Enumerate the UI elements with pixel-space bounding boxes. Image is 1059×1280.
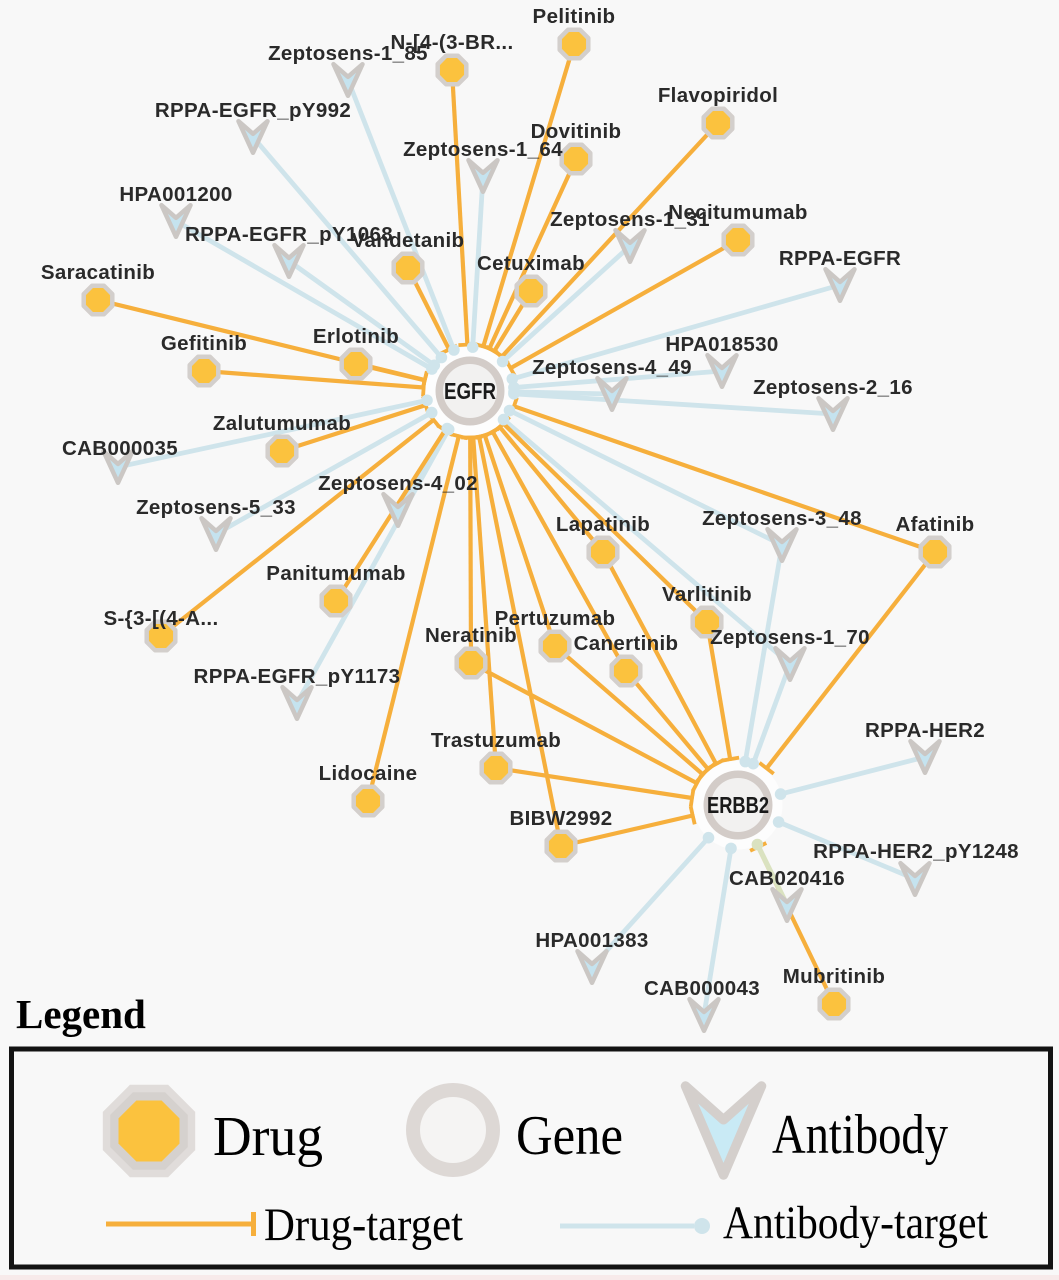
svg-text:Necitumumab: Necitumumab [668,201,807,224]
svg-text:S-{3-[(4-A...: S-{3-[(4-A... [103,607,218,630]
svg-text:Pelitinib: Pelitinib [533,5,616,28]
svg-text:CAB000035: CAB000035 [62,437,178,460]
svg-text:Cetuximab: Cetuximab [477,252,585,275]
svg-text:Zeptosens-2_16: Zeptosens-2_16 [753,376,913,399]
svg-text:BIBW2992: BIBW2992 [509,807,612,830]
svg-text:Drug-target: Drug-target [264,1199,463,1251]
svg-text:Lidocaine: Lidocaine [319,762,418,785]
svg-text:Dovitinib: Dovitinib [531,120,622,143]
svg-text:RPPA-HER2: RPPA-HER2 [865,719,985,742]
svg-text:EGFR: EGFR [444,378,496,404]
svg-text:Varlitinib: Varlitinib [662,583,752,606]
svg-text:Drug: Drug [213,1106,323,1168]
svg-text:RPPA-HER2_pY1248: RPPA-HER2_pY1248 [813,840,1019,863]
svg-text:Trastuzumab: Trastuzumab [431,729,561,752]
svg-text:Zeptosens-4_02: Zeptosens-4_02 [318,472,478,495]
svg-text:HPA001383: HPA001383 [535,929,648,952]
svg-text:ERBB2: ERBB2 [707,792,769,818]
svg-text:Flavopiridol: Flavopiridol [658,84,778,107]
svg-text:HPA001200: HPA001200 [119,183,232,206]
svg-text:Gefitinib: Gefitinib [161,332,247,355]
svg-text:Gene: Gene [516,1105,623,1167]
svg-text:Zeptosens-1_85: Zeptosens-1_85 [268,42,428,65]
svg-text:Zeptosens-3_48: Zeptosens-3_48 [702,507,862,530]
svg-text:Canertinib: Canertinib [574,632,679,655]
svg-text:Antibody: Antibody [772,1104,948,1166]
svg-text:Vandetanib: Vandetanib [352,229,465,252]
svg-text:HPA018530: HPA018530 [665,333,778,356]
svg-text:Legend: Legend [16,991,146,1037]
svg-text:Zeptosens-1_64: Zeptosens-1_64 [403,138,563,161]
svg-text:Pertuzumab: Pertuzumab [495,607,616,630]
svg-text:Erlotinib: Erlotinib [313,325,399,348]
svg-text:CAB000043: CAB000043 [644,977,760,1000]
svg-text:Lapatinib: Lapatinib [556,513,650,536]
svg-text:Zalutumumab: Zalutumumab [213,412,351,435]
svg-text:RPPA-EGFR: RPPA-EGFR [779,247,901,270]
svg-text:Neratinib: Neratinib [425,624,517,647]
svg-text:N-[4-(3-BR...: N-[4-(3-BR... [391,31,514,54]
svg-text:Panitumumab: Panitumumab [266,562,405,585]
svg-text:RPPA-EGFR_pY1173: RPPA-EGFR_pY1173 [194,665,401,688]
svg-text:CAB020416: CAB020416 [729,867,845,890]
svg-text:RPPA-EGFR_pY1068: RPPA-EGFR_pY1068 [185,223,393,246]
svg-text:Mubritinib: Mubritinib [783,965,886,988]
svg-text:Zeptosens-4_49: Zeptosens-4_49 [532,356,692,379]
svg-text:Saracatinib: Saracatinib [41,261,155,284]
svg-text:Antibody-target: Antibody-target [723,1197,988,1249]
svg-text:Zeptosens-1_31: Zeptosens-1_31 [550,208,710,231]
svg-text:Zeptosens-5_33: Zeptosens-5_33 [136,496,296,519]
svg-text:Afatinib: Afatinib [895,513,974,536]
svg-text:Zeptosens-1_70: Zeptosens-1_70 [710,626,870,649]
svg-text:RPPA-EGFR_pY992: RPPA-EGFR_pY992 [155,99,351,122]
